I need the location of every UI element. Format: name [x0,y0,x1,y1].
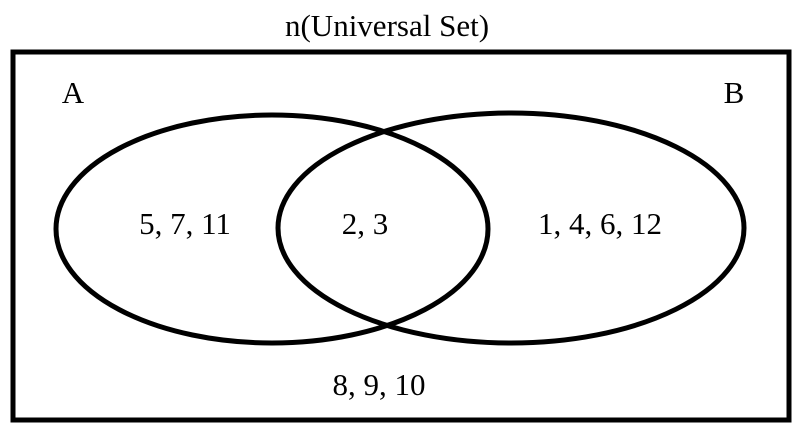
set-a-ellipse [53,112,491,346]
universal-set-box [10,49,792,423]
set-a-label: A [62,75,85,110]
intersection-elements: 2, 3 [342,206,389,241]
outside-elements: 8, 9, 10 [333,367,426,402]
set-b-ellipse [275,110,747,346]
universal-set-title: n(Universal Set) [285,8,489,43]
set-b-only-elements: 1, 4, 6, 12 [538,206,662,241]
set-b-label: B [724,75,745,110]
set-a-only-elements: 5, 7, 11 [139,206,231,241]
